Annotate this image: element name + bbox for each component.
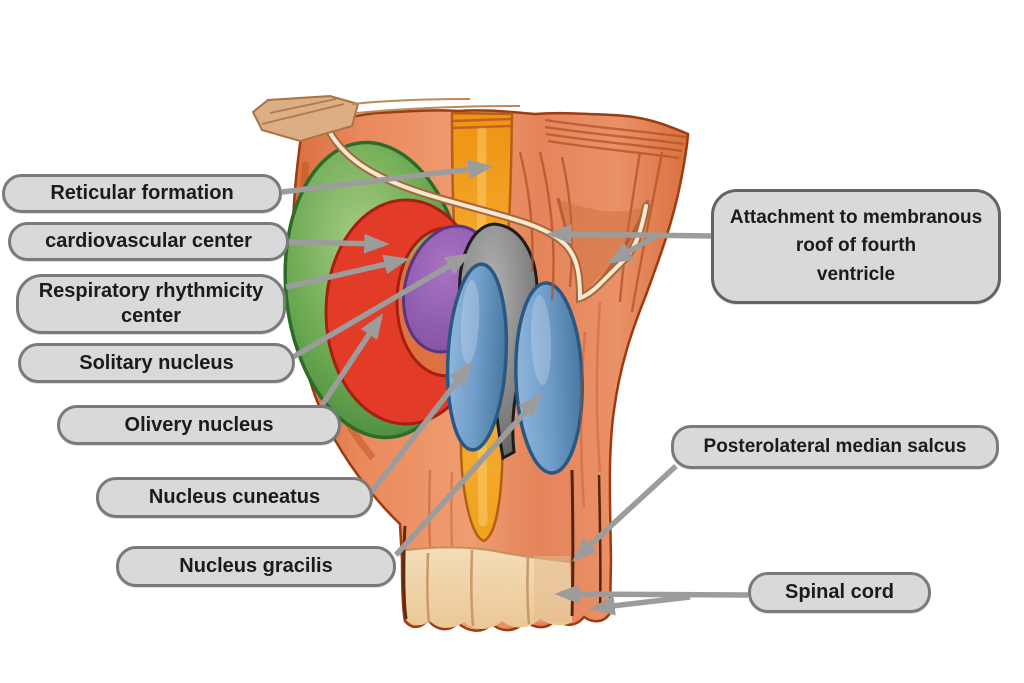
arrow-attachment-main — [546, 224, 713, 245]
label-text: Posterolateral median salcus — [703, 436, 967, 458]
label-text: Respiratory rhythmicity center — [38, 280, 264, 327]
arrow-attachment-branch — [607, 233, 658, 264]
label-nucleus-cuneatus: Nucleus cuneatus — [96, 477, 373, 518]
label-text: Attachment to membranous roof of fourth … — [729, 206, 983, 285]
arrow-cardiovascular-center — [287, 233, 390, 254]
label-text: Nucleus cuneatus — [148, 486, 321, 508]
label-text: Olivery nucleus — [124, 413, 274, 436]
nucleus-gracilis-region — [514, 281, 584, 475]
label-text: Solitary nucleus — [79, 351, 234, 374]
arrow-olivery-nucleus — [319, 313, 384, 407]
arrow-solitary-nucleus — [291, 253, 471, 360]
arrow-nucleus-cuneatus — [367, 361, 473, 496]
arrow-posterolateral — [571, 463, 678, 562]
arrow-spinal-cord-branch — [589, 594, 691, 616]
label-spinal-cord: Spinal cord — [748, 572, 931, 613]
label-solitary-nucleus: Solitary nucleus — [18, 343, 295, 383]
label-text: Spinal cord — [785, 581, 894, 603]
label-text: cardiovascular center — [45, 230, 252, 252]
label-cardiovascular-center: cardiovascular center — [8, 222, 289, 261]
label-text: Nucleus gracilis — [179, 555, 333, 577]
arrow-respiratory-center — [285, 254, 410, 290]
label-attachment-membranous-roof: Attachment to membranous roof of fourth … — [711, 189, 1001, 304]
cut-peduncle-flap — [251, 94, 521, 143]
label-text: Reticular formation — [50, 182, 234, 204]
arrow-nucleus-gracilis — [393, 392, 543, 557]
arrow-reticular-formation — [281, 159, 494, 195]
arrow-spinal-cord-main — [554, 584, 749, 605]
label-nucleus-gracilis: Nucleus gracilis — [116, 546, 396, 587]
label-olivery-nucleus: Olivery nucleus — [57, 405, 341, 445]
label-reticular-formation: Reticular formation — [2, 174, 282, 213]
label-respiratory-rhythmicity-center: Respiratory rhythmicity center — [16, 274, 286, 334]
nucleus-cuneatus-region — [445, 262, 509, 452]
label-posterolateral-median-salcus: Posterolateral median salcus — [671, 425, 999, 469]
leader-arrows — [281, 159, 749, 616]
